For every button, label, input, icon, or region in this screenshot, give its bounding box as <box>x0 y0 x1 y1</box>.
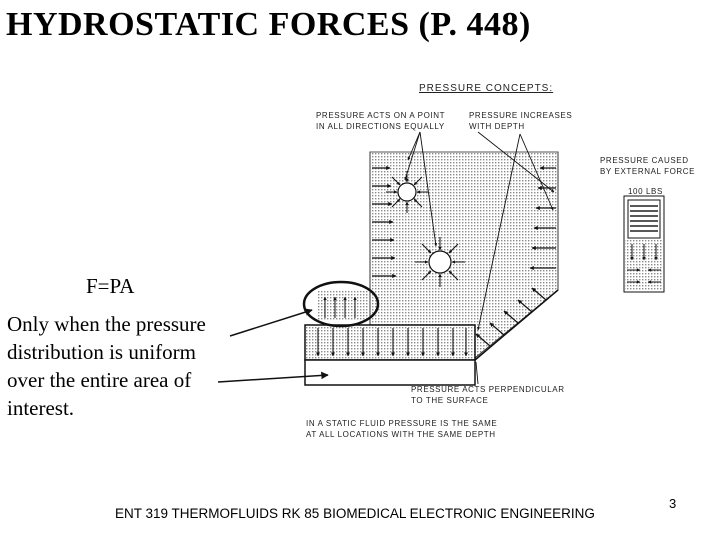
slide-title: HYDROSTATIC FORCES (P. 448) <box>6 6 531 43</box>
slide-footer: ENT 319 THERMOFLUIDS RK 85 BIOMEDICAL EL… <box>115 506 595 521</box>
external-force-cylinder <box>623 195 665 293</box>
figure-heading: PRESSURE CONCEPTS: <box>419 83 554 94</box>
label-pressure-depth: PRESSURE INCREASES WITH DEPTH <box>469 111 573 131</box>
pressure-point-lower <box>415 237 465 287</box>
pressure-point-upper <box>386 171 428 213</box>
explanation-text: Only when the pressure distribution is u… <box>7 312 206 420</box>
formula-text: F=PA <box>86 274 135 298</box>
label-external-force: PRESSURE CAUSED BY EXTERNAL FORCE <box>600 156 696 176</box>
uniform-pressure-box <box>304 289 559 386</box>
pointer-arrows <box>217 308 329 383</box>
circled-region <box>302 280 380 328</box>
label-pressure-point: PRESSURE ACTS ON A POINT IN ALL DIRECTIO… <box>316 111 446 131</box>
label-static-fluid: IN A STATIC FLUID PRESSURE IS THE SAME A… <box>306 419 498 439</box>
label-leaders <box>404 131 555 385</box>
inclined-wall-arrows <box>475 287 547 347</box>
label-perpendicular: PRESSURE ACTS PERPENDICULAR TO THE SURFA… <box>411 385 565 405</box>
fluid-tank <box>369 151 559 359</box>
page-number: 3 <box>669 496 677 511</box>
left-wall-arrows <box>372 165 397 279</box>
label-weight: 100 LBS <box>628 187 663 196</box>
right-wall-arrows <box>529 165 556 271</box>
